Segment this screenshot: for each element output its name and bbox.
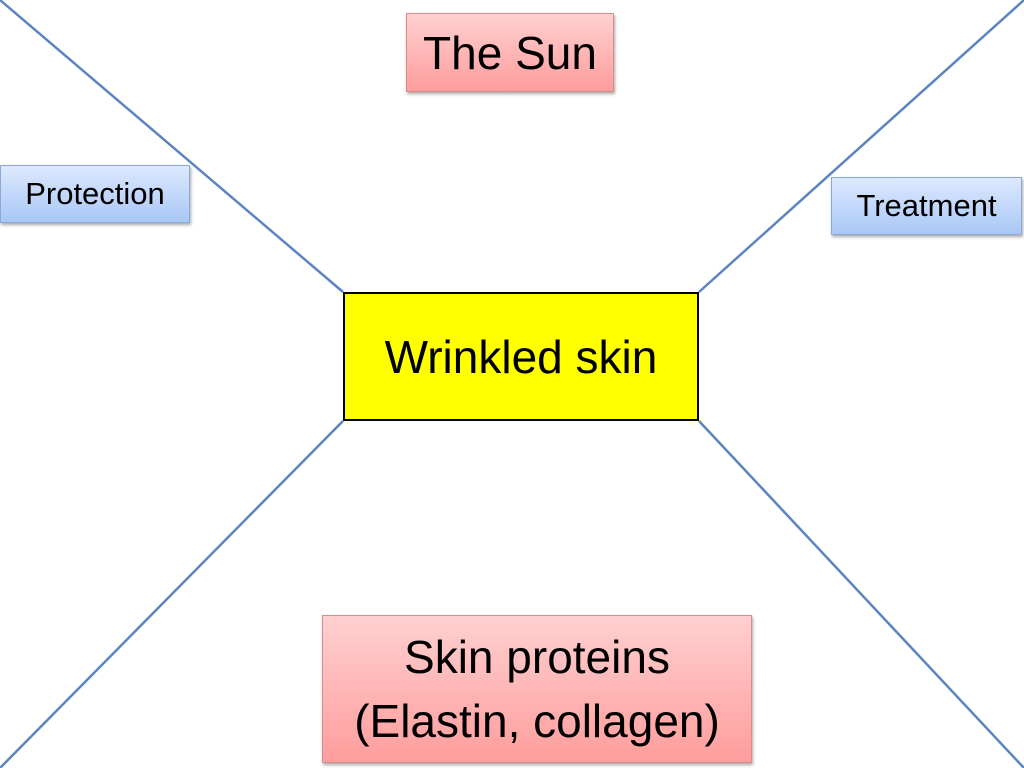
central-topic-label: Wrinkled skin [384, 330, 658, 383]
sun-box: The Sun [406, 13, 614, 92]
skin-proteins-line-1: Skin proteins [404, 631, 670, 683]
skin-proteins-box: Skin proteins (Elastin, collagen) [322, 615, 752, 763]
protection-box: Protection [0, 165, 190, 223]
connector-top-left [0, 0, 344, 293]
skin-proteins-line-2: (Elastin, collagen) [354, 695, 720, 747]
treatment-box: Treatment [831, 177, 1022, 235]
connector-bottom-left [0, 420, 344, 768]
treatment-label: Treatment [856, 188, 997, 223]
sun-label: The Sun [423, 26, 597, 79]
connector-bottom-right [698, 420, 1024, 768]
protection-label: Protection [25, 176, 165, 211]
connector-top-right [698, 0, 1024, 293]
central-topic-box: Wrinkled skin [343, 292, 699, 421]
